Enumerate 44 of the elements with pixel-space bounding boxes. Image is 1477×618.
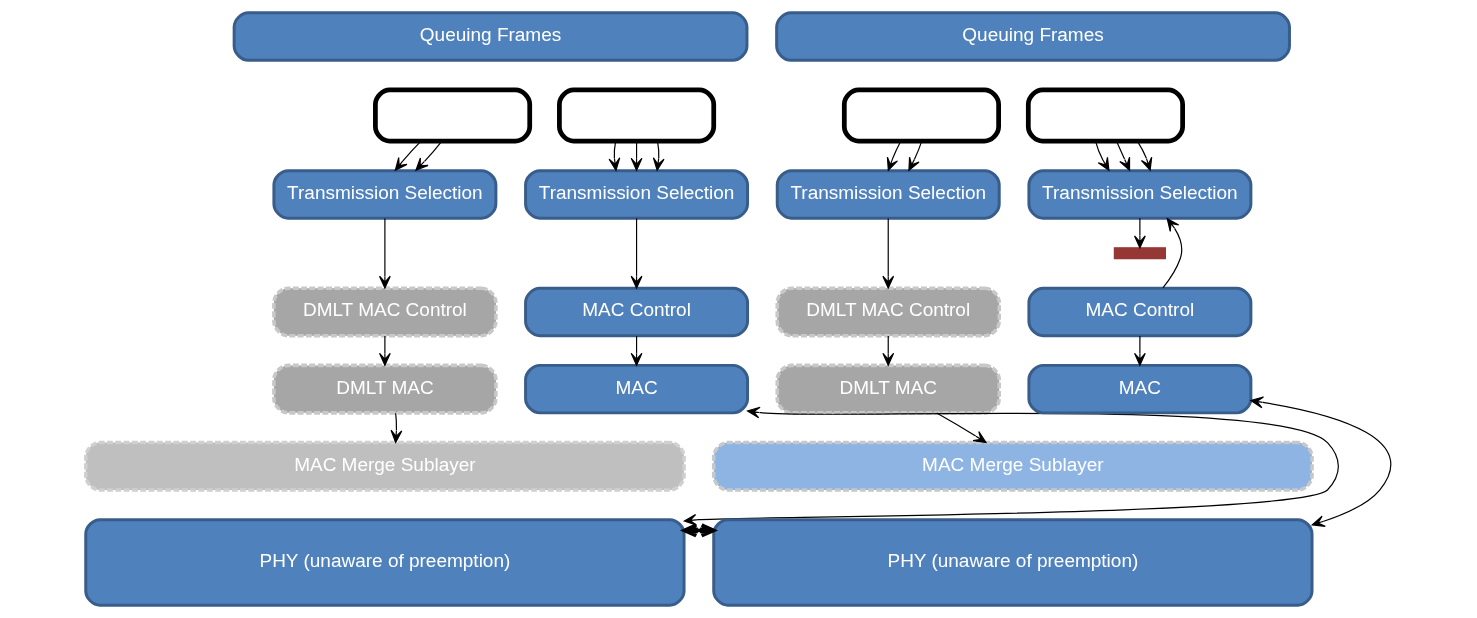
- arrow: [652, 140, 665, 171]
- node-box: Queuing Frames: [775, 11, 1291, 62]
- arrow: [1136, 140, 1153, 171]
- arrow: [1250, 396, 1392, 527]
- arrow: [378, 217, 391, 289]
- node-box: MAC Control: [524, 286, 750, 338]
- node-box: DMLT MAC Control: [272, 286, 498, 338]
- node-box: PHY (unaware of preemption): [712, 518, 1314, 607]
- node-box: MAC Merge Sublayer: [83, 440, 686, 492]
- node-box: MAC: [1027, 363, 1253, 415]
- node-box: Transmission Selection: [272, 169, 498, 220]
- arrow: [1133, 335, 1146, 366]
- arrow: [390, 412, 403, 443]
- arrow: [415, 140, 443, 171]
- arrow: [908, 140, 923, 171]
- node-box: Queuing Frames: [232, 11, 749, 62]
- node-bar: [1113, 247, 1166, 260]
- arrow: [1133, 217, 1146, 249]
- arrow: [682, 523, 716, 538]
- arrow: [882, 217, 895, 289]
- node-box: [841, 87, 1001, 144]
- arrow: [1095, 140, 1110, 171]
- node-box: Transmission Selection: [1027, 169, 1253, 220]
- node-box: DMLT MAC Control: [775, 286, 1001, 338]
- node-box: DMLT MAC: [775, 363, 1001, 415]
- arrow: [1115, 140, 1131, 171]
- node-box: [373, 87, 533, 144]
- node-box: [557, 87, 717, 144]
- arrow: [378, 335, 391, 366]
- node-box: Transmission Selection: [775, 169, 1001, 220]
- arrow: [936, 412, 987, 444]
- arrow: [630, 217, 643, 289]
- arrow: [683, 406, 1339, 526]
- node-box: PHY (unaware of preemption): [84, 518, 686, 607]
- node-box: MAC Control: [1027, 286, 1253, 338]
- node-box: Transmission Selection: [524, 169, 750, 220]
- arrow: [1162, 218, 1183, 289]
- arrow: [886, 140, 902, 171]
- arrow: [394, 140, 422, 171]
- node-box: [1025, 87, 1185, 144]
- node-box: MAC: [524, 363, 750, 415]
- node-box: DMLT MAC: [272, 363, 498, 415]
- arrow: [608, 140, 621, 171]
- node-box: MAC Merge Sublayer: [711, 440, 1314, 492]
